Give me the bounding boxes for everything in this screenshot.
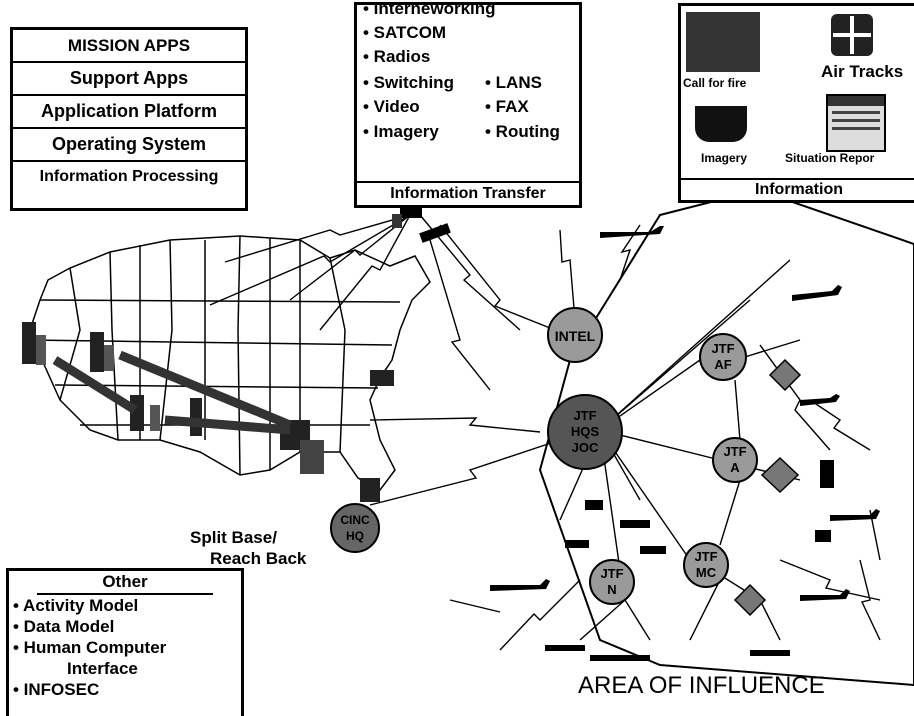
command-diamonds: [733, 358, 802, 617]
svg-text:JOC: JOC: [572, 440, 599, 455]
svg-text:AF: AF: [714, 357, 731, 372]
information-transfer-caption: Information Transfer: [357, 181, 579, 205]
layer-mission-apps: MISSION APPS: [13, 30, 245, 63]
svg-text:JTF: JTF: [723, 444, 746, 459]
information-processing-caption: Information Processing: [39, 168, 219, 185]
transfer-item: • Imagery: [363, 122, 439, 141]
air-tracks-label: Air Tracks: [821, 62, 904, 81]
transfer-item: • FAX: [485, 97, 529, 116]
radar-icon: [831, 14, 873, 56]
reach-back-label: Reach Back: [210, 549, 307, 568]
node-cinc-hq: CINC HQ: [330, 503, 380, 553]
node-jtf-mc: JTF MC: [683, 542, 729, 588]
other-item: • Human Computer: [13, 638, 167, 657]
area-of-influence-boundary: [538, 188, 914, 687]
other-item: • INFOSEC: [13, 680, 100, 699]
svg-text:MC: MC: [696, 565, 717, 580]
transfer-item: • Switching: [363, 73, 454, 92]
ship-imagery-icon: [695, 106, 747, 142]
transfer-item: • Radios: [363, 47, 431, 66]
svg-text:HQS: HQS: [571, 424, 600, 439]
transfer-item: • LANS: [485, 73, 542, 92]
transfer-item: • SATCOM: [363, 23, 447, 42]
svg-text:CINC: CINC: [340, 513, 370, 527]
information-transfer-panel: • Interneworking • SATCOM • Radios • Swi…: [354, 0, 582, 208]
other-item: • Activity Model: [13, 596, 139, 615]
node-intel: INTEL: [547, 307, 603, 363]
layer-application-platform: Application Platform: [13, 96, 245, 129]
svg-text:N: N: [607, 582, 616, 597]
information-panel: Call for fire Air Tracks Imagery Situati…: [678, 3, 914, 203]
layer-support-apps: Support Apps: [13, 63, 245, 96]
comm-links: [209, 214, 881, 651]
other-item: Interface: [67, 659, 138, 678]
imagery-label: Imagery: [701, 151, 748, 165]
split-base-label: Split Base/: [190, 528, 277, 547]
call-for-fire-form-icon: [686, 12, 760, 72]
transfer-item: • Routing: [485, 122, 560, 141]
other-panel: Other • Activity Model • Data Model • Hu…: [6, 568, 244, 716]
node-jtf-af: JTF AF: [699, 333, 747, 381]
area-of-influence-label: AREA OF INFLUENCE: [578, 672, 825, 699]
node-jtf-a: JTF A: [712, 437, 758, 483]
svg-text:JTF: JTF: [694, 549, 717, 564]
information-processing-panel: MISSION APPS Support Apps Application Pl…: [10, 27, 248, 211]
svg-text:JTF: JTF: [600, 566, 623, 581]
call-for-fire-label: Call for fire: [683, 76, 747, 90]
layer-operating-system: Operating System: [13, 129, 245, 162]
node-jtf-hq: JTF HQS JOC: [547, 394, 623, 470]
other-item: • Data Model: [13, 617, 115, 636]
situation-report-label: Situation Repor: [785, 151, 875, 165]
svg-text:HQ: HQ: [346, 529, 364, 543]
transfer-item: • Video: [363, 97, 420, 116]
svg-text:JTF: JTF: [573, 408, 596, 423]
satellite-icon: [392, 208, 451, 243]
node-jtf-n: JTF N: [589, 559, 635, 605]
transfer-item: • Interneworking: [363, 0, 496, 18]
svg-text:INTEL: INTEL: [555, 328, 596, 344]
situation-report-document-icon: [826, 94, 886, 152]
vehicle-icons: [545, 460, 834, 661]
map-routes: [52, 350, 292, 435]
aircraft-icons: [490, 226, 880, 601]
information-caption: Information: [681, 178, 914, 200]
svg-text:A: A: [730, 460, 740, 475]
other-title: Other: [37, 571, 213, 595]
svg-text:JTF: JTF: [711, 341, 734, 356]
